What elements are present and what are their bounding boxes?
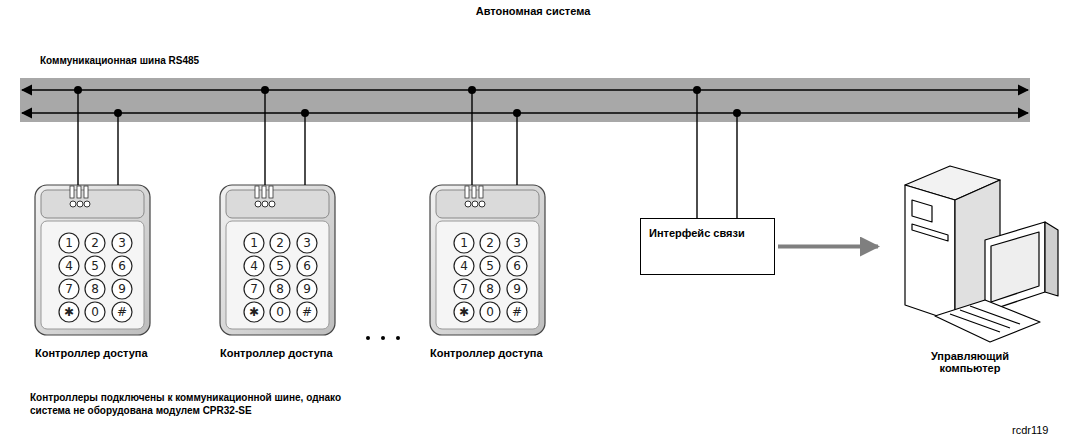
key-legend: 1 [456,235,472,251]
key-legend: 2 [272,235,288,251]
key-legend: 1 [61,235,77,251]
diagram-title: Автономная система [0,5,1066,17]
key-legend: 0 [87,304,103,320]
interface-box: Интерфейс связи [640,218,775,275]
monitor-screen [991,232,1039,302]
bus-wire [736,113,737,218]
key-legend: # [114,304,130,320]
key-legend: 7 [61,281,77,297]
key-legend: 3 [114,235,130,251]
bus-band: Коммуникационная шина RS485 [20,52,1038,124]
tower-front [905,185,955,322]
node-label: Контроллер доступа [220,347,363,359]
key-legend: 8 [87,281,103,297]
access-controller: Контроллер доступа [35,185,178,367]
node-label: Управляющий компьютер [910,350,1030,374]
node-label: Коммуникационная шина RS485 [40,55,1038,66]
access-controller: Контроллер доступа [220,185,363,367]
junction-dot [513,109,521,117]
keyboard-row [970,306,1020,324]
note-text: Контроллеры подключены к коммуникационно… [30,391,360,417]
drive-bay [912,200,932,222]
key-legend: ✱ [61,304,77,320]
bus-wire [516,113,517,185]
key-legend: ✱ [246,304,262,320]
key-legend: 1 [246,235,262,251]
key-legend: # [509,304,525,320]
keyboard-row [950,314,1000,332]
monitor-side [1045,222,1058,296]
drive-slot [912,224,948,241]
computer-illustration [905,166,1058,342]
key-legend: 3 [299,235,315,251]
key-legend: 2 [87,235,103,251]
keyboard-row [960,310,1010,328]
key-legend: 5 [482,258,498,274]
bus-line [22,89,1028,91]
key-legend: # [299,304,315,320]
key-legend: ✱ [456,304,472,320]
bus-band [20,78,1030,122]
node-label: Контроллер доступа [35,347,178,359]
key-legend: 6 [299,258,315,274]
key-legend: 0 [482,304,498,320]
bus-wire [117,113,118,185]
bus-wire [264,90,265,185]
bus-wire [471,90,472,185]
node-label: Контроллер доступа [430,347,573,359]
key-legend: 4 [456,258,472,274]
bus-wire [77,90,78,185]
key-legend: 6 [114,258,130,274]
junction-dot [261,86,269,94]
key-legend: 9 [299,281,315,297]
ellipsis-dot [396,336,400,340]
figure-code: rcdr119 [1012,424,1048,436]
bus-wire [696,90,697,218]
monitor-front [985,222,1045,312]
junction-dot [468,86,476,94]
control-computer: Управляющий компьютер [880,160,1060,385]
junction-dot [733,109,741,117]
key-legend: 7 [456,281,472,297]
key-legend: 7 [246,281,262,297]
keyboard [935,300,1040,342]
key-legend: 2 [482,235,498,251]
key-legend: 8 [272,281,288,297]
bus-line [22,112,1028,114]
junction-dot [301,109,309,117]
key-legend: 0 [272,304,288,320]
keypad-controller [430,185,545,335]
ellipsis-dot [366,336,370,340]
key-legend: 5 [87,258,103,274]
access-controller: Контроллер доступа [430,185,573,367]
junction-dot [693,86,701,94]
data-arrow [778,245,878,249]
key-legend: 6 [509,258,525,274]
keypad-controller [35,185,150,335]
node-label: Интерфейс связи [649,227,766,239]
ellipsis-dot [381,336,385,340]
keypad-controller [220,185,335,335]
key-legend: 9 [509,281,525,297]
key-legend: 5 [272,258,288,274]
key-legend: 8 [482,281,498,297]
junction-dot [114,109,122,117]
key-legend: 4 [246,258,262,274]
key-legend: 3 [509,235,525,251]
bus-wire [304,113,305,185]
key-legend: 9 [114,281,130,297]
key-legend: 4 [61,258,77,274]
junction-dot [74,86,82,94]
